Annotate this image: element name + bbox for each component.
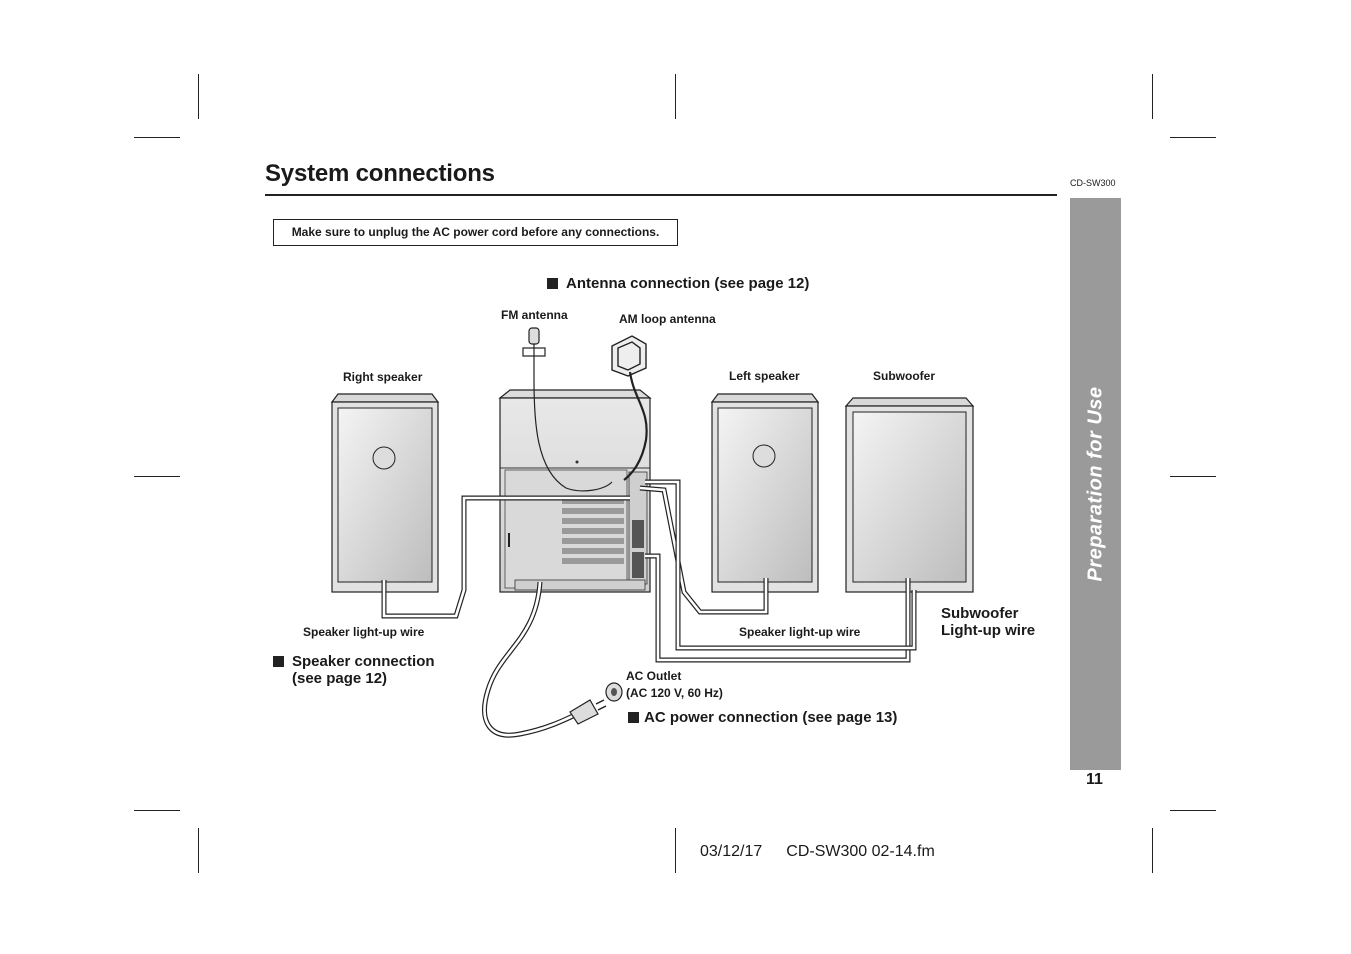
am-loop-antenna-label: AM loop antenna	[619, 312, 716, 326]
page-title: System connections	[265, 160, 495, 187]
right-speaker-label: Right speaker	[343, 370, 423, 384]
left-speaker	[710, 393, 820, 593]
fm-antenna-label: FM antenna	[501, 308, 568, 322]
antenna-connection-heading: Antenna connection (see page 12)	[547, 275, 809, 292]
print-footer: 03/12/17 CD-SW300 02-14.fm	[700, 843, 935, 861]
footer-date: 03/12/17	[700, 843, 763, 860]
crop-mark	[675, 828, 676, 873]
right-speaker-wire	[381, 495, 630, 619]
subwoofer	[844, 397, 975, 593]
title-rule	[265, 194, 1057, 196]
left-speaker-label: Left speaker	[729, 369, 800, 383]
crop-mark	[1170, 476, 1216, 477]
subwoofer-wire	[645, 479, 917, 663]
crop-mark	[675, 74, 676, 119]
crop-mark	[134, 476, 180, 477]
crop-mark	[198, 74, 199, 119]
crop-mark	[134, 137, 180, 138]
ac-outlet-label: AC Outlet (AC 120 V, 60 Hz)	[626, 669, 723, 700]
speaker-wire-right-label: Speaker light-up wire	[739, 625, 861, 639]
fm-antenna	[522, 327, 613, 492]
crop-mark	[198, 828, 199, 873]
right-speaker	[330, 393, 440, 593]
ac-power-cord	[482, 581, 607, 738]
bullet-square-icon	[628, 712, 639, 723]
subwoofer-label: Subwoofer	[873, 369, 935, 383]
left-speaker-wire	[639, 485, 769, 615]
section-side-tab: Preparation for Use	[1070, 198, 1121, 770]
speaker-wire-left-label: Speaker light-up wire	[303, 625, 425, 639]
page-number: 11	[1086, 771, 1103, 788]
main-unit	[498, 389, 652, 593]
crop-mark	[1152, 828, 1153, 873]
ac-outlet	[605, 682, 623, 702]
bullet-square-icon	[547, 278, 558, 289]
footer-file: CD-SW300 02-14.fm	[786, 843, 935, 860]
am-loop-antenna	[611, 335, 648, 481]
speaker-connection-heading: Speaker connection (see page 12)	[273, 653, 435, 687]
bullet-square-icon	[273, 656, 284, 667]
crop-mark	[1170, 810, 1216, 811]
model-tag: CD-SW300	[1070, 178, 1116, 188]
subwoofer-wire-label: Subwoofer Light-up wire	[941, 605, 1036, 639]
ac-power-connection-heading: AC power connection (see page 13)	[628, 709, 897, 726]
crop-mark	[1170, 137, 1216, 138]
crop-mark	[1152, 74, 1153, 119]
unplug-notice: Make sure to unplug the AC power cord be…	[273, 219, 678, 246]
crop-mark	[134, 810, 180, 811]
